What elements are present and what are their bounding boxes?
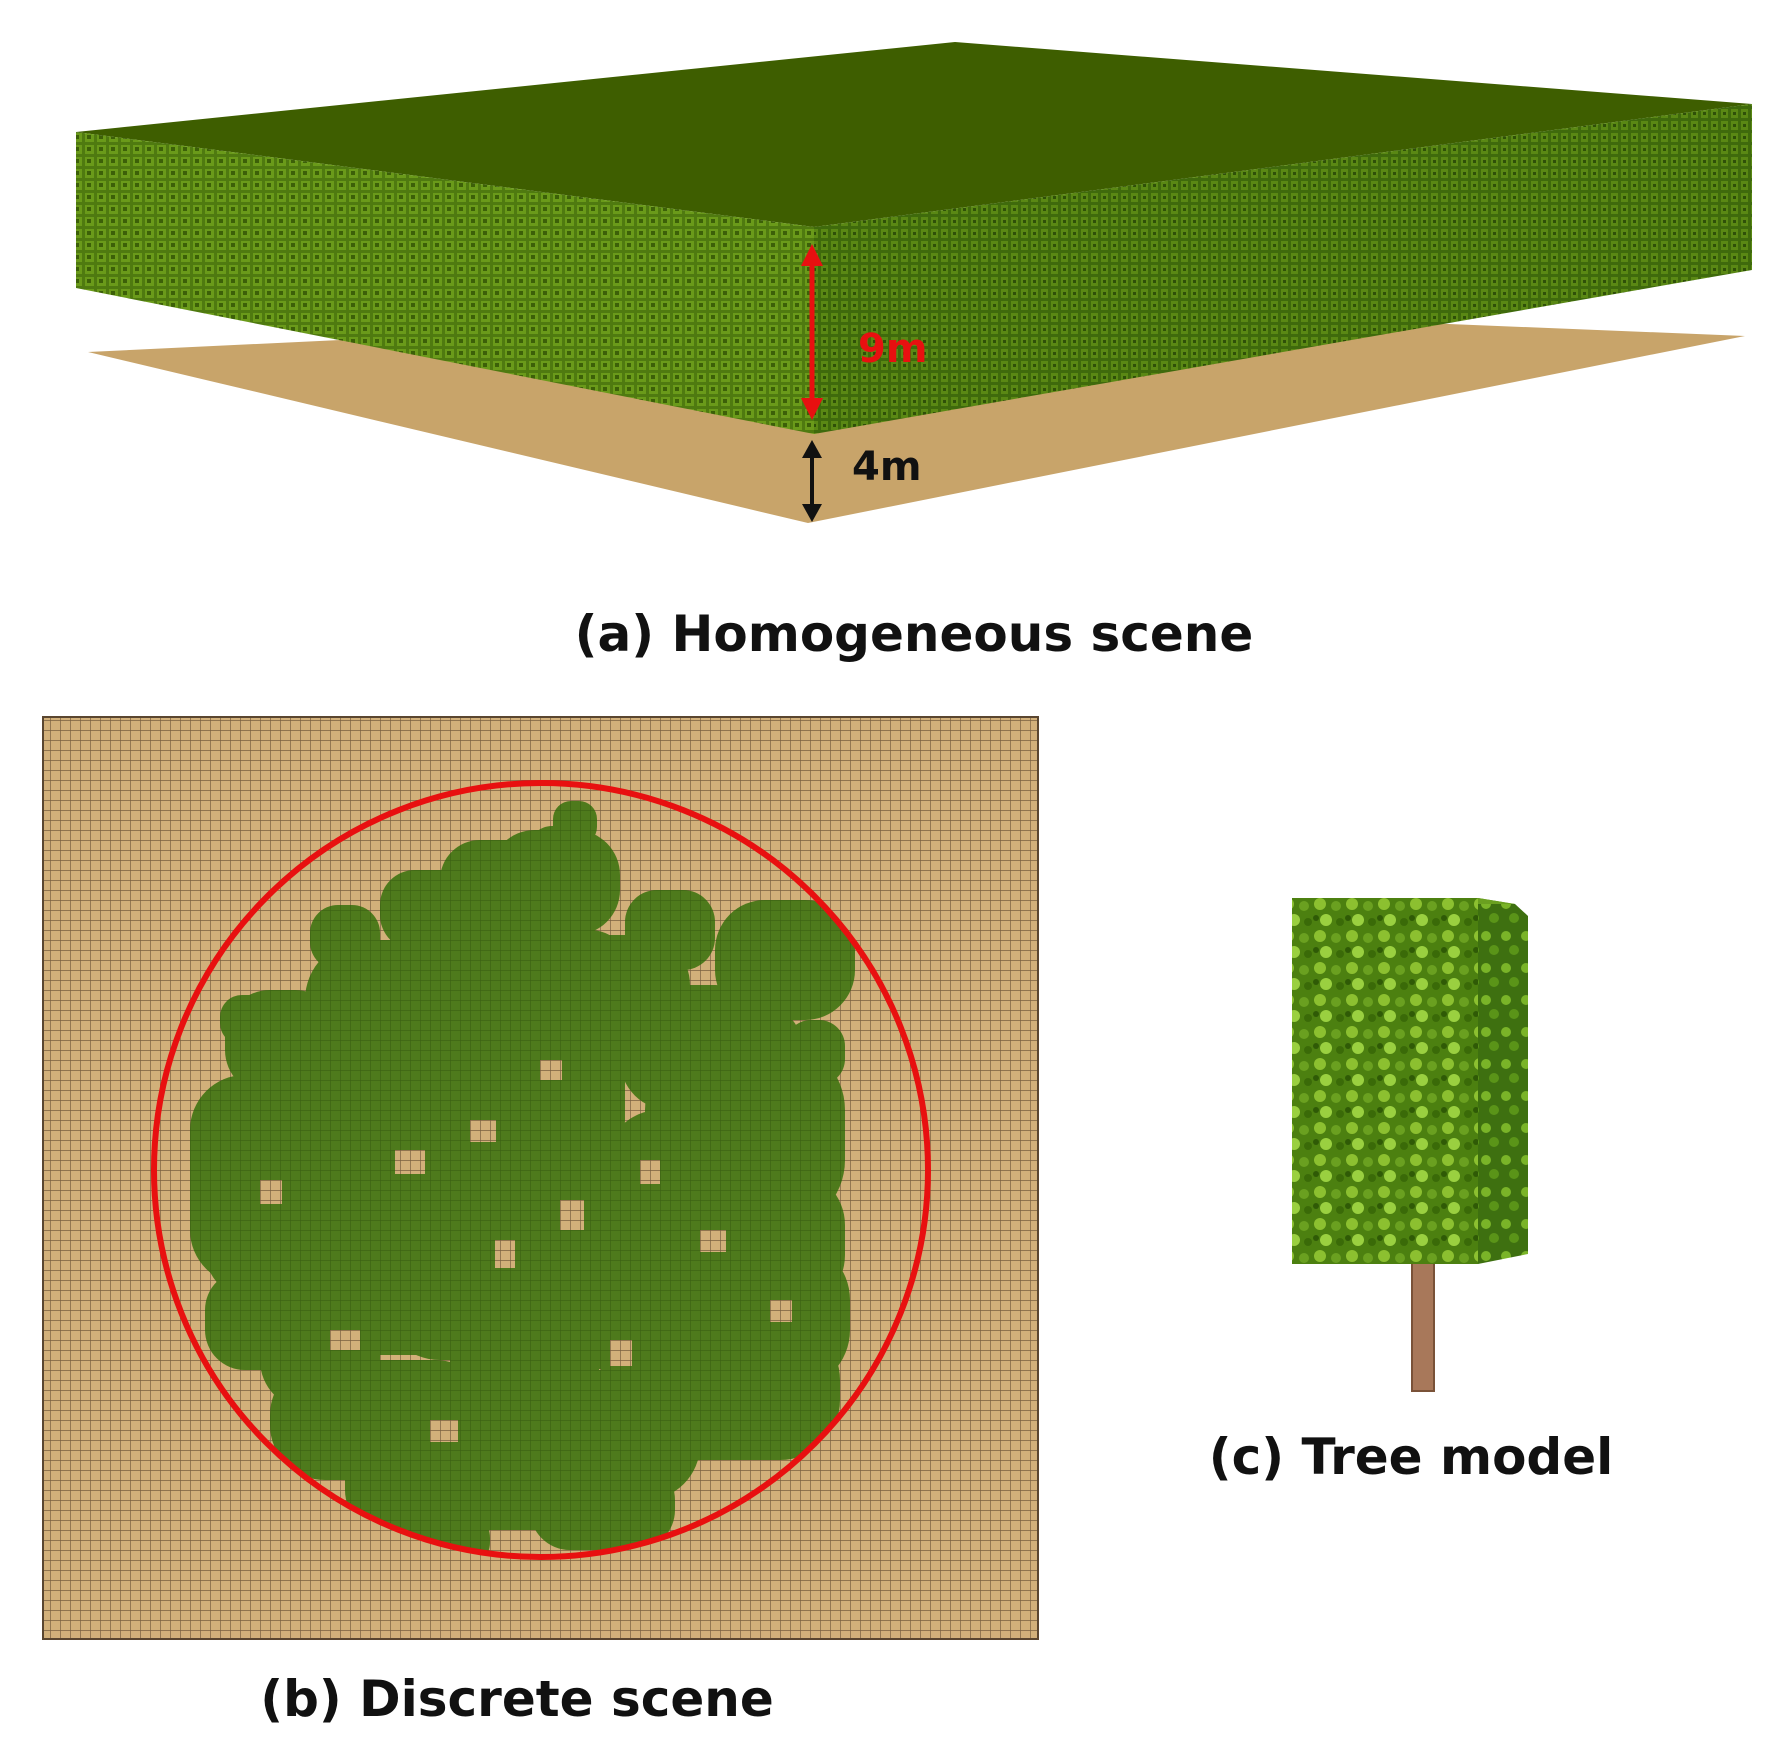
canopy-front-face [76,132,814,434]
canopy-top-face [76,42,1752,227]
discrete-scene [42,716,1039,1640]
caption-discrete-scene: (b) Discrete scene [260,1670,774,1728]
tree-trunk [1411,1262,1435,1392]
caption-homogeneous-scene: (a) Homogeneous scene [574,605,1254,663]
tree-model [1292,898,1528,1392]
caption-tree-model: (c) Tree model [1208,1428,1614,1486]
sampling-circle [151,780,931,1560]
tree-crown-front [1292,898,1478,1264]
tree-crown-patches-outer [220,801,845,1085]
homogeneous-scene [76,42,1752,523]
canopy-height-label: 9m [858,326,928,372]
canopy-side-face [814,104,1752,434]
trunk-height-label: 4m [852,444,922,490]
trunk-height-arrow [802,440,822,522]
tree-crown-side [1478,898,1528,1264]
canopy-height-arrow [801,244,823,420]
